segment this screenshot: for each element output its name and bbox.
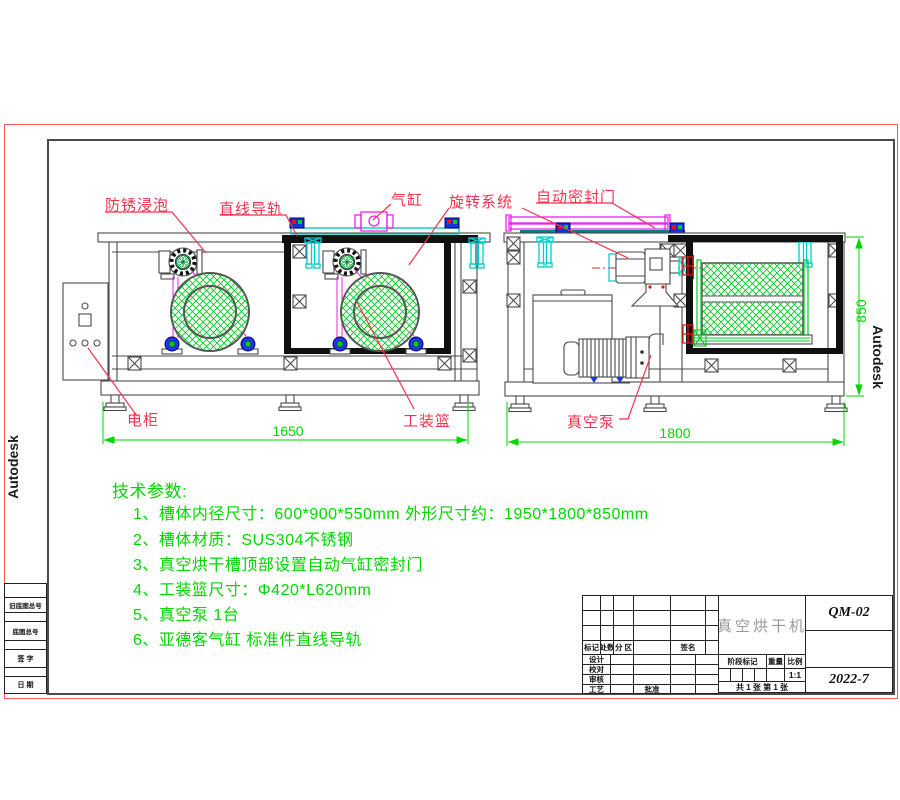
label-rotation-system: 旋转系统 [449, 194, 514, 211]
tb-scale: 比例 [784, 654, 806, 669]
sheet-count: 共 1 张 第 1 张 [718, 681, 806, 693]
inner-border [47, 139, 895, 695]
dim-1650 [102, 402, 469, 444]
front-left-tank [157, 246, 259, 355]
tb-mark: 标记 [582, 640, 601, 655]
tech-param-3: 3、真空烘干槽顶部设置自动气缸密封门 [133, 557, 423, 574]
tb-stage-mark: 阶段标记 [718, 654, 767, 669]
tech-param-6: 6、亚德客气缸 标准件直线导轨 [133, 632, 362, 649]
scale-value: 1:1 [784, 668, 806, 682]
tech-param-5: 5、真空泵 1台 [133, 607, 240, 624]
date-label: 日 期 [4, 676, 47, 694]
air-cylinder-shape [354, 211, 394, 232]
dim-label-1650: 1650 [272, 423, 304, 439]
tb-process: 工艺 [582, 684, 611, 694]
tb-weight: 重量 [766, 654, 785, 669]
tech-param-2: 2、槽体材质：SUS304不锈钢 [133, 532, 354, 549]
signature-label: 签 字 [4, 649, 47, 668]
label-electric-cabinet: 电柜 [127, 412, 160, 429]
base-no-label: 底图总号 [4, 621, 47, 641]
old-base-no-label: 旧底图总号 [4, 597, 47, 613]
dim-850 [846, 236, 864, 397]
callout-leaders [87, 202, 656, 420]
side-vacuum-chamber [668, 235, 843, 354]
front-base [100, 380, 480, 396]
door-rail [520, 230, 685, 234]
side-view [503, 214, 864, 446]
tech-param-4: 4、工装篮尺寸：Φ420*L620mm [133, 582, 372, 599]
seal-door-actuator [505, 214, 671, 232]
label-vacuum-pump: 真空泵 [567, 414, 616, 431]
front-view [62, 211, 491, 444]
drawing-date: 2022-7 [805, 667, 893, 693]
dim-label-850: 850 [853, 299, 869, 323]
side-base [504, 381, 845, 397]
front-vacuum-chamber [282, 235, 478, 354]
tech-params-title: 技术参数: [112, 482, 188, 501]
label-rust-soak: 防锈浸泡 [105, 197, 170, 214]
tb-approve: 批准 [633, 684, 671, 694]
side-tooling-basket [691, 259, 813, 345]
drawing-number: QM-02 [805, 595, 893, 631]
vacuum-pump-shape [563, 333, 664, 384]
tooling-basket-right [340, 272, 420, 352]
part-name: 真空烘干机 [718, 595, 806, 655]
front-right-tank [321, 246, 427, 355]
guide-slider-right [444, 217, 460, 229]
tb-count: 处数 [600, 640, 614, 655]
tooling-basket-left [170, 272, 250, 352]
dim-label-1800: 1800 [659, 425, 691, 441]
basket-clamps [682, 256, 694, 344]
label-linear-guide: 直线导轨 [219, 201, 284, 218]
dim-1800 [506, 402, 845, 446]
tb-zone: 分 区 [613, 640, 634, 655]
door-clamp-left [304, 237, 322, 269]
label-tooling-basket: 工装篮 [403, 413, 452, 430]
linear-guide-rail [290, 227, 460, 235]
label-air-cylinder: 气缸 [391, 192, 424, 209]
tech-param-1: 1、槽体内径尺寸：600*900*550mm 外形尺寸约：1950*1800*8… [133, 506, 649, 523]
electric-cabinet [62, 282, 109, 381]
tb-sign: 签名 [670, 640, 706, 655]
label-auto-seal-door: 自动密封门 [536, 189, 617, 206]
outer-border [4, 124, 898, 699]
